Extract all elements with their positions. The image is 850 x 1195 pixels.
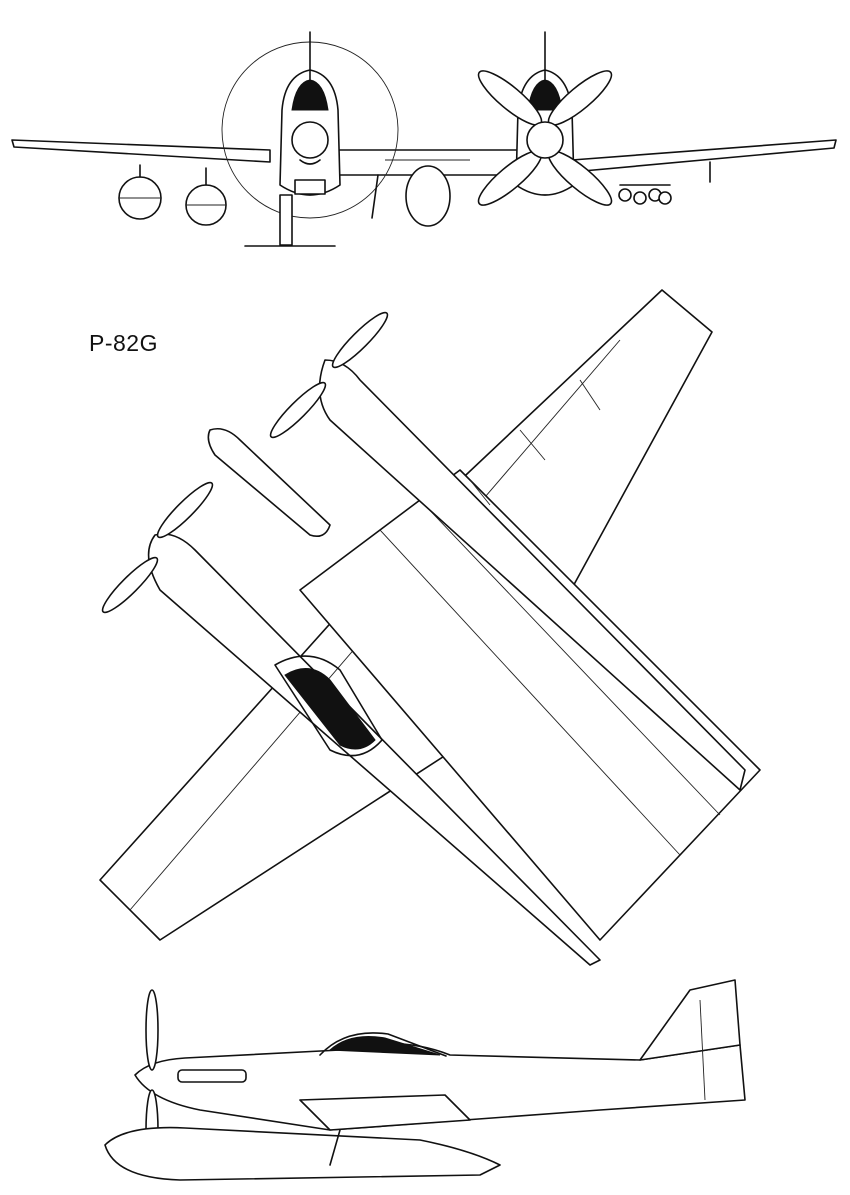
left-spinner [291,121,329,159]
right-wing [571,139,837,173]
side-canopy [328,1036,441,1056]
plan-view-svg [99,289,761,966]
center-pod [405,165,451,227]
upper-propeller [269,311,389,439]
cockpit-canopy [284,668,376,750]
left-wing [11,139,271,163]
left-intake [299,159,321,165]
side-view [0,975,850,1195]
side-gear [329,1129,341,1166]
left-gear [279,194,293,246]
cockpit-frame [274,655,383,757]
plan-view [0,280,850,980]
front-view-svg [11,31,837,247]
center-strut [371,174,379,219]
exhaust-stacks [177,1069,247,1083]
side-view-svg [104,979,746,1181]
side-prop-blade-upper [145,989,159,1071]
left-scoop [294,179,326,195]
lower-fuselage [147,533,601,966]
side-fuselage [134,1042,746,1131]
front-view [0,0,850,260]
center-section [299,469,761,941]
side-canopy-frame [319,1032,447,1057]
rocket-rack [618,161,711,205]
tail-fin [639,979,741,1061]
aileron-details [469,379,601,506]
drop-tank [207,427,331,538]
right-propeller [477,70,613,206]
rudder-line [699,999,706,1101]
lower-propeller [101,481,214,614]
side-drop-tank [104,1126,501,1181]
aircraft-designation-label: P-82G [89,330,158,356]
center-panel-line [379,529,681,856]
side-wing-root [299,1094,471,1131]
